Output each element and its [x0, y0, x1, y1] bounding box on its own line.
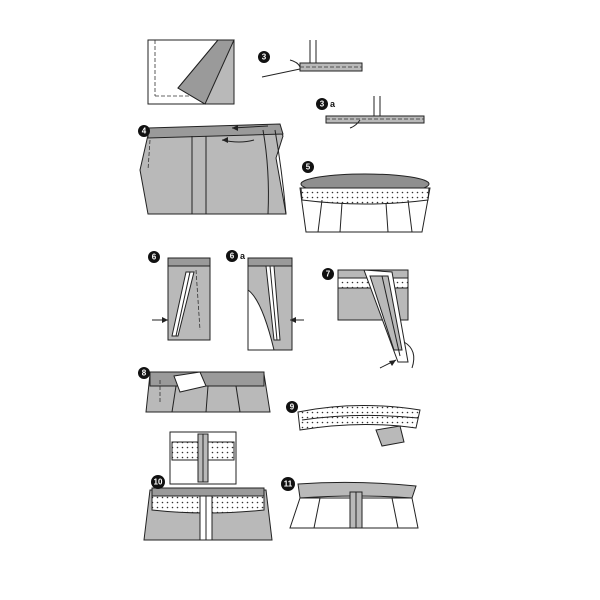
step-badge-3: 3: [258, 51, 270, 63]
step-badge-3a-suffix: a: [330, 99, 336, 109]
step-badge-6a-suffix: a: [240, 251, 246, 261]
step-badge-6: 6: [148, 251, 160, 263]
step-badge-6a: 6 a: [226, 250, 246, 262]
step-6-illustration: [152, 258, 210, 340]
step-8-illustration: [146, 372, 270, 412]
step-10-illustration: [144, 488, 272, 540]
step-badge-7-number: 7: [326, 270, 331, 279]
step-badge-7: 7: [322, 268, 334, 280]
step-badge-3-number: 3: [262, 53, 267, 62]
step-badge-11: 11: [281, 477, 295, 491]
step-badge-9: 9: [286, 401, 298, 413]
step-badge-9-number: 9: [290, 403, 295, 412]
step-9-illustration: [298, 405, 420, 446]
step-badge-10: 10: [151, 475, 165, 489]
step-4-illustration: [140, 124, 286, 214]
step-11-illustration: [290, 482, 418, 528]
step-badge-6a-number: 6: [230, 252, 235, 261]
step-badge-5: 5: [302, 161, 314, 173]
step-7-illustration: [338, 270, 414, 368]
step-6a-illustration: [248, 258, 304, 350]
step-badge-8: 8: [138, 367, 150, 379]
step-badge-8-number: 8: [142, 369, 147, 378]
step-badge-3a: 3 a: [316, 98, 336, 110]
step-badge-10-number: 10: [154, 478, 163, 487]
step-badge-4: 4: [138, 125, 150, 137]
step-badge-6-number: 6: [152, 253, 157, 262]
step-badge-4-number: 4: [142, 127, 147, 136]
step-3a-illustration: [326, 96, 424, 128]
corner-fold-illustration: [148, 40, 234, 104]
step-10-detail-inset: [170, 432, 236, 484]
step-3-illustration: [262, 40, 362, 77]
step-badge-3a-number: 3: [320, 100, 325, 109]
step-badge-11-number: 11: [284, 480, 293, 489]
step-badge-5-number: 5: [306, 163, 311, 172]
step-5-illustration: [300, 174, 430, 232]
